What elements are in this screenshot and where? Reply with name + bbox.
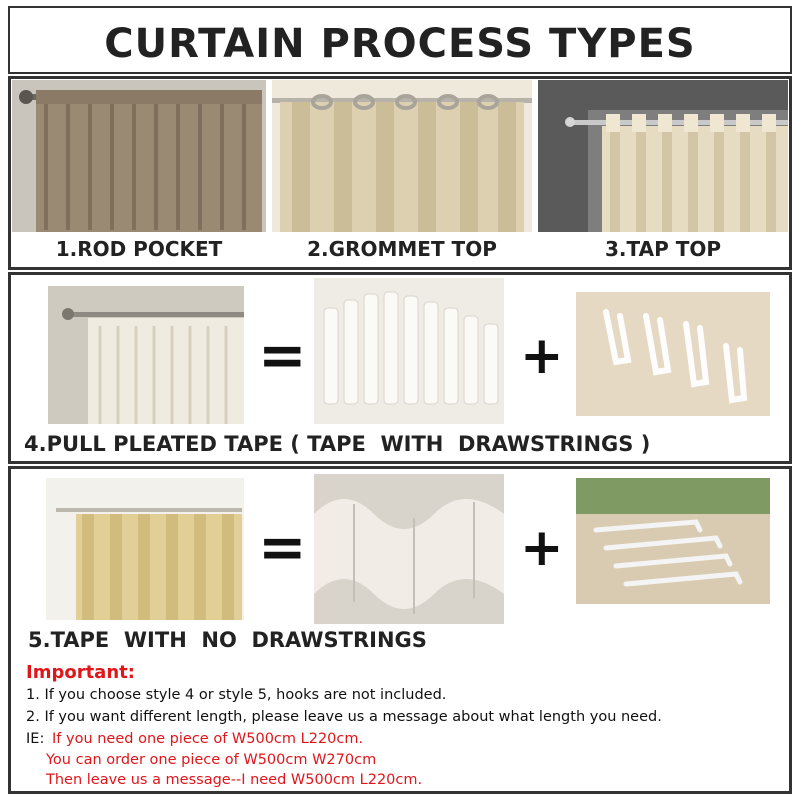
note-line-2: 2. If you want different length, please … — [26, 709, 662, 725]
tab-top-label: 3.TAP TOP — [538, 232, 788, 266]
tape-no-drawstrings-label: 5.TAPE WITH NO DRAWSTRINGS — [28, 628, 427, 652]
hooks-photo-row4 — [576, 292, 770, 416]
ie-line-2: You can order one piece of W500cm W270cm — [46, 752, 377, 768]
hooks-photo-row5 — [576, 478, 770, 604]
ie-line-1: If you need one piece of W500cm L220cm. — [52, 731, 364, 747]
page-title: CURTAIN PROCESS TYPES — [104, 21, 696, 67]
grommet-top-label: 2.GROMMET TOP — [272, 232, 532, 266]
no-drawstring-curtain-photo — [46, 478, 244, 620]
equals-sign-row4: = — [258, 321, 307, 389]
rod-pocket-label: 1.ROD POCKET — [12, 232, 266, 266]
equals-sign-row5: = — [258, 513, 307, 581]
title-bar — [8, 6, 792, 74]
note-line-1: 1. If you choose style 4 or style 5, hoo… — [26, 687, 447, 703]
ie-prefix: IE: — [26, 731, 45, 747]
ie-line-3: Then leave us a message--I need W500cm L… — [46, 772, 423, 788]
plus-sign-row5: + — [520, 518, 564, 578]
important-heading: Important: — [26, 662, 135, 683]
grommet-top-photo: 2.GROMMET TOP — [272, 80, 532, 266]
pull-pleated-tape-label: 4.PULL PLEATED TAPE ( TAPE WITH DRAWSTRI… — [24, 432, 651, 456]
pleated-tape-photo — [314, 278, 504, 424]
rod-pocket-photo: 1.ROD POCKET — [12, 80, 266, 266]
no-drawstring-tape-photo — [314, 474, 504, 624]
pleated-curtain-photo — [48, 286, 244, 424]
plus-sign-row4: + — [520, 326, 564, 386]
tab-top-photo: 3.TAP TOP — [538, 80, 788, 266]
